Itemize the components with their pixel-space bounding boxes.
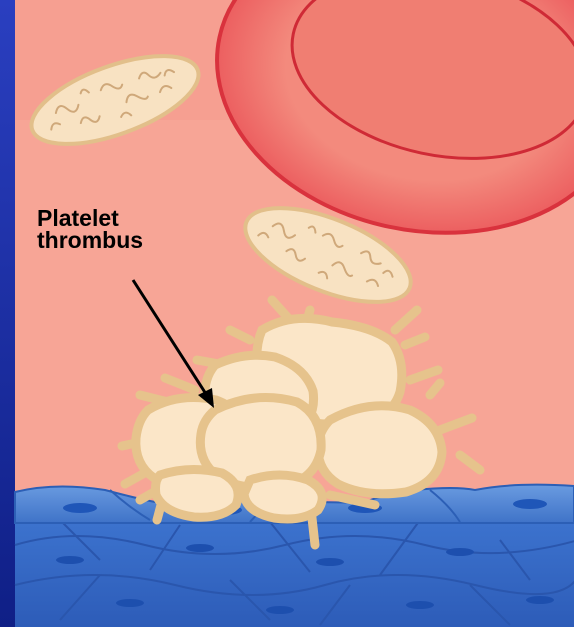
thrombus-label-line2: thrombus [37,229,207,251]
thrombus-label-line1: Platelet [37,207,207,229]
vessel-wall [15,515,574,627]
thrombus-label: Platelet thrombus [37,207,207,251]
